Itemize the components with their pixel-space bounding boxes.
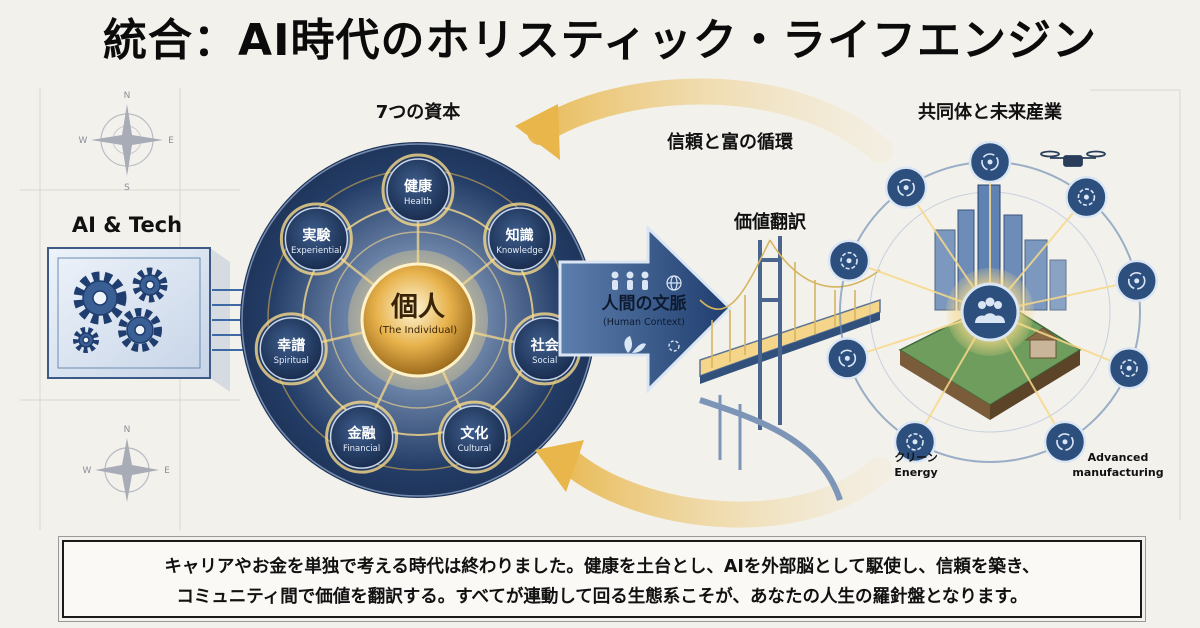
- capital-node-experiential: 実験 Experiential: [279, 202, 353, 276]
- compass-top-w: W: [79, 136, 88, 146]
- advanced-mfg-label-2: manufacturing: [1072, 466, 1163, 479]
- caption-line-1: キャリアやお金を単独で考える時代は終わりました。健康を土台とし、AIを外部脳とし…: [164, 557, 1040, 577]
- capital-nodes: 健康 Health 知識 Knowledge 社会 Social 文化 Cultural 金融 F…: [254, 153, 582, 474]
- handshake-icon: [1115, 259, 1158, 303]
- capital-node-sublabel: Experiential: [291, 246, 342, 256]
- compass-top-s: S: [124, 183, 130, 193]
- human-context-arrow: 人間の文脈 (Human Context): [558, 224, 733, 394]
- advanced-mfg-label-1: Advanced: [1088, 451, 1149, 464]
- compass-bottom-n: N: [124, 425, 131, 435]
- compass-top-n: N: [124, 91, 131, 101]
- people-icon: [611, 271, 649, 290]
- community-people-icon: [975, 297, 1005, 323]
- ai-tech-box: [47, 247, 230, 392]
- wind-turbine-icon: [1065, 175, 1108, 219]
- individual-label: 個人: [390, 292, 445, 323]
- compass-bottom-icon: N E W: [83, 425, 170, 502]
- capital-node-health: 健康 Health: [381, 153, 455, 227]
- community-heading: 共同体と未来産業: [918, 101, 1063, 123]
- capital-node-label: 社会: [530, 337, 560, 354]
- tree-icon: [884, 166, 928, 209]
- bridge-label: 価値翻訳: [733, 211, 807, 233]
- capital-node-sublabel: Knowledge: [496, 246, 543, 256]
- globe-icon: [666, 275, 682, 291]
- capital-node-sublabel: Social: [532, 356, 557, 366]
- gear-small-icon: [668, 340, 680, 352]
- clean-energy-label-jp: クリーン: [894, 451, 937, 464]
- ai-tech-label: AI & Tech: [72, 213, 182, 237]
- network-icon: [893, 420, 937, 464]
- page-title: 統合：AI時代のホリスティック・ライフエンジン: [103, 15, 1097, 66]
- leaf-icon: [827, 239, 871, 282]
- loop-label: 信頼と富の循環: [667, 131, 794, 153]
- community-icons: [826, 140, 1158, 464]
- capital-node-label: 健康: [404, 178, 433, 195]
- drone-icon: [1040, 150, 1106, 167]
- capital-node-spiritual: 幸譜 Spiritual: [254, 312, 328, 386]
- human-context-label: 人間の文脈: [602, 293, 687, 314]
- compass-bottom-e: E: [164, 466, 170, 476]
- capital-node-sublabel: Health: [404, 197, 432, 207]
- capital-node-label: 幸譜: [277, 337, 305, 354]
- capital-node-cultural: 文化 Cultural: [437, 400, 511, 474]
- compass-top-e: E: [168, 136, 174, 146]
- capital-node-label: 文化: [460, 425, 488, 442]
- capital-node-sublabel: Spiritual: [274, 356, 309, 366]
- capitals-heading: 7つの資本: [376, 101, 461, 123]
- capital-node-label: 実験: [302, 227, 331, 244]
- capital-node-sublabel: Financial: [343, 444, 380, 454]
- clean-energy-label-en: Energy: [894, 466, 937, 479]
- leaf-icon: [624, 336, 646, 353]
- individual-core: 個人 (The Individual): [348, 250, 488, 390]
- wind-turbine-clean-icon: [826, 337, 869, 380]
- capital-node-sublabel: Cultural: [458, 444, 491, 454]
- capital-node-financial: 金融 Financial: [325, 400, 399, 474]
- compass-top-icon: N S E W: [79, 91, 175, 193]
- handshake-care-icon: [1107, 346, 1151, 390]
- caption-line-2: コミュニティ間で価値を翻訳する。すべてが連動して回る生態系こそが、あなたの人生の…: [176, 587, 1028, 607]
- gears-icon: [73, 267, 168, 353]
- capital-node-label: 知識: [506, 227, 534, 244]
- loop-bottom-arrowhead-icon: [535, 440, 584, 492]
- factory-icon: [1043, 420, 1087, 464]
- capital-node-knowledge: 知識 Knowledge: [483, 202, 557, 276]
- loop-top-arrowhead-icon: [515, 104, 560, 160]
- caption-box: キャリアやお金を単独で考える時代は終わりました。健康を土台とし、AIを外部脳とし…: [62, 540, 1142, 618]
- capital-node-label: 金融: [347, 425, 376, 442]
- drone-icon: [968, 140, 1012, 184]
- wealth-loop: [515, 78, 893, 528]
- individual-sublabel: (The Individual): [379, 325, 457, 336]
- human-context-sublabel: (Human Context): [603, 317, 685, 328]
- bridge-illustration: [699, 236, 881, 501]
- compass-bottom-w: W: [83, 466, 92, 476]
- community-hub: [946, 268, 1034, 356]
